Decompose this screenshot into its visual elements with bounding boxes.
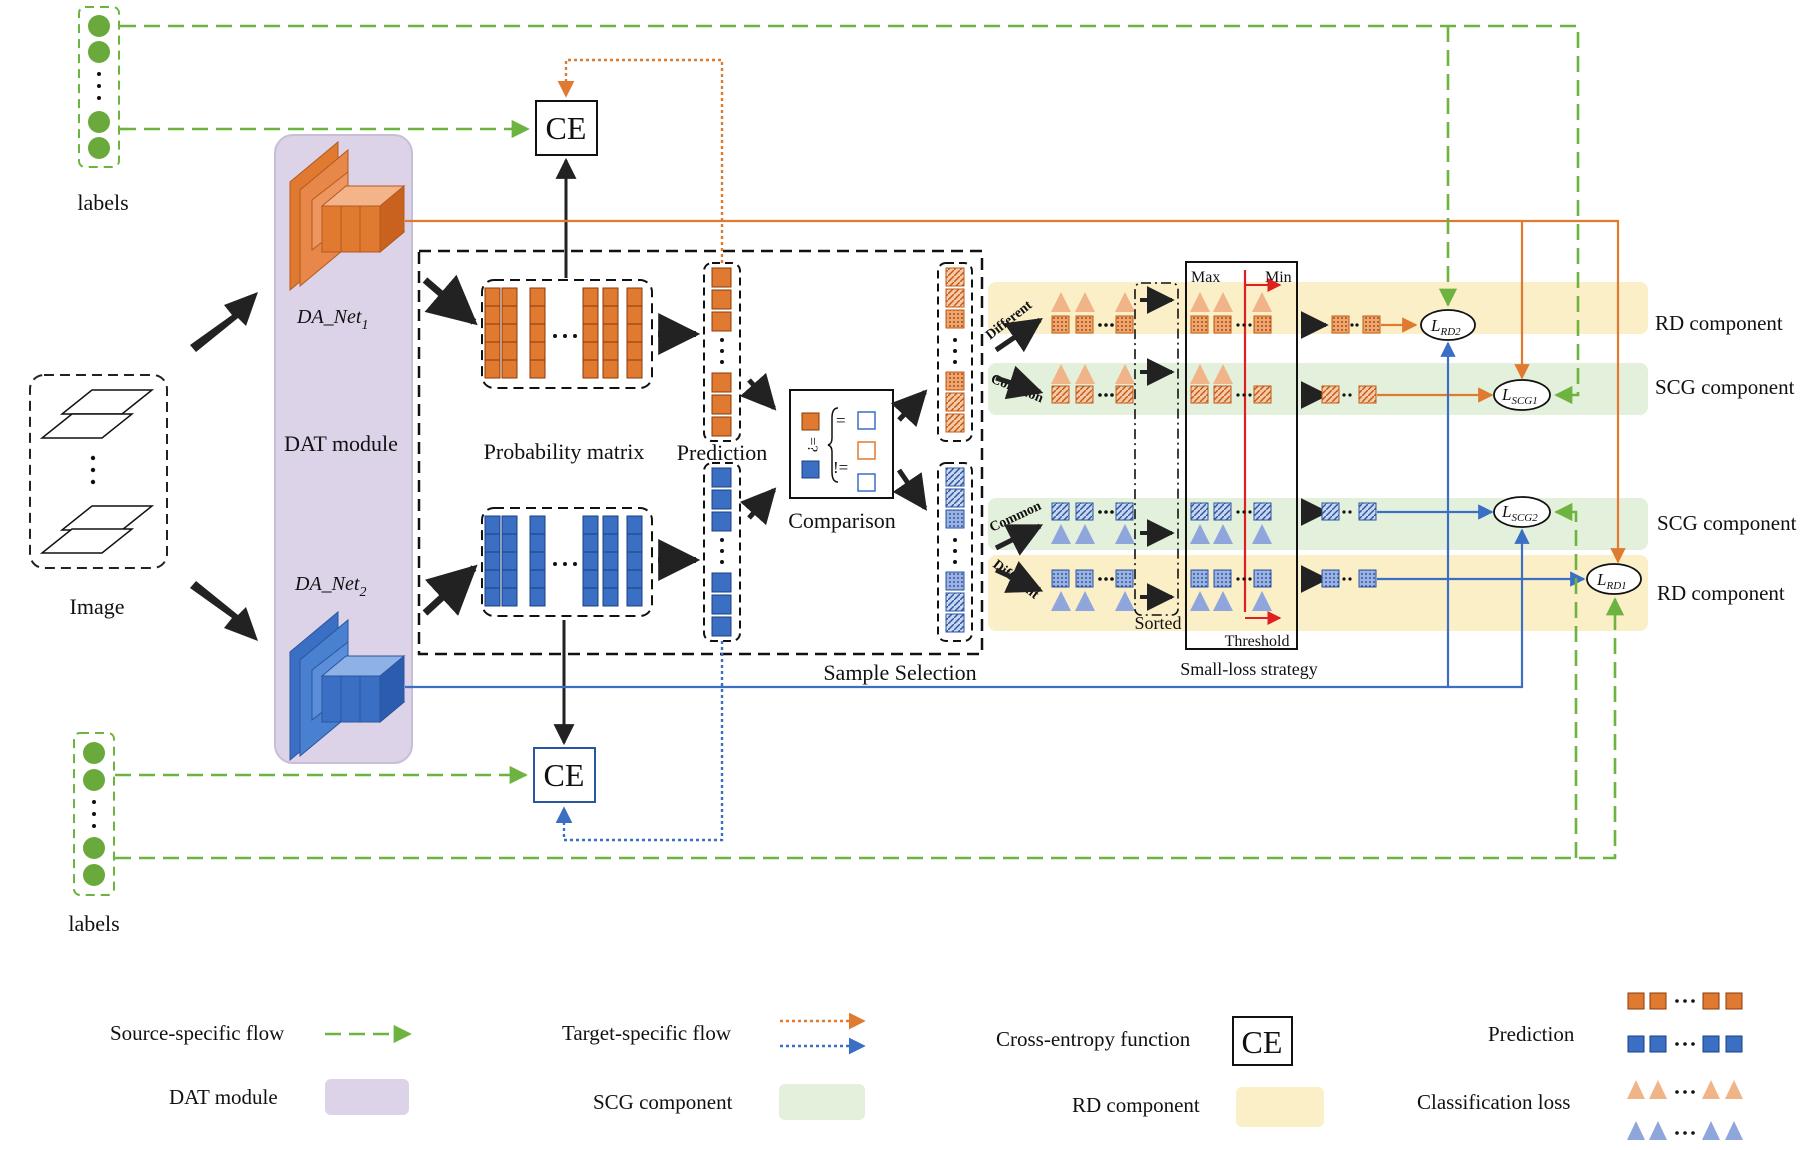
row-rd-bottom-input — [1051, 569, 1135, 611]
legend-rd-swatch — [1236, 1087, 1324, 1127]
image-ellipsis — [90, 455, 96, 485]
selected-column-orange — [945, 267, 965, 433]
net1-sub: 1 — [361, 318, 368, 333]
image-label: Image — [70, 594, 125, 619]
labels-bottom-dots — [83, 742, 105, 886]
legend-source-flow: Source-specific flow — [110, 1021, 285, 1045]
sorted-row-2 — [1190, 364, 1272, 404]
legend-scg-swatch — [779, 1084, 865, 1120]
loss-rd1: LRD1 — [1586, 563, 1642, 595]
legend-scg: SCG component — [593, 1090, 733, 1114]
prediction-column-orange — [711, 267, 732, 437]
probability-matrix-label: Probability matrix — [484, 439, 645, 464]
svg-text:!=: != — [833, 458, 848, 477]
prediction-column-blue — [711, 467, 732, 637]
image-stack-icon — [39, 389, 155, 554]
target-flow-orange — [557, 58, 724, 263]
legend: Source-specific flow Target-specific flo… — [110, 992, 1743, 1140]
labels-bottom-text: labels — [68, 911, 119, 936]
source-flow-bottom-main — [115, 597, 1625, 860]
small-loss-box — [1185, 261, 1298, 650]
image-stack-box — [29, 374, 168, 569]
legend-cross-entropy: Cross-entropy function — [996, 1027, 1191, 1051]
row-scg-bottom-input — [1051, 502, 1135, 544]
sample-selection-box — [417, 249, 984, 656]
net1-name: DA_Net — [296, 306, 362, 328]
network-2-icon — [289, 610, 406, 762]
svg-text:LRD1: LRD1 — [1596, 570, 1627, 592]
probability-matrix-orange — [484, 287, 643, 379]
svg-text:LRD2: LRD2 — [1430, 316, 1461, 338]
band-scg-bottom-label: SCG component — [1657, 511, 1797, 535]
svg-text:LSCG1: LSCG1 — [1501, 385, 1538, 407]
legend-prediction: Prediction — [1488, 1022, 1575, 1046]
ce-bottom-text: CE — [544, 757, 585, 793]
comparison-box — [789, 389, 894, 499]
legend-dat-swatch — [325, 1079, 409, 1115]
ce-box-top — [535, 100, 598, 156]
band-rd-bottom-label: RD component — [1657, 581, 1785, 605]
source-flow-top-main — [120, 24, 1580, 405]
net1-feature-flow — [405, 219, 1626, 564]
band-scg-top-label: SCG component — [1655, 375, 1795, 399]
selected-column-blue — [945, 467, 965, 633]
legend-dat-module: DAT module — [169, 1085, 278, 1109]
small-loss-label: Small-loss strategy — [1180, 659, 1318, 679]
loss-rd2: LRD2 — [1420, 309, 1476, 341]
net2-name: DA_Net — [294, 573, 360, 595]
comparison-label: Comparison — [788, 508, 896, 533]
sample-selection-label: Sample Selection — [823, 660, 976, 685]
dat-module-panel — [274, 134, 413, 764]
ce-top-text: CE — [546, 110, 587, 146]
dat-module-label: DAT module — [284, 431, 398, 456]
sorted-label: Sorted — [1135, 613, 1182, 633]
prediction-label: Prediction — [677, 440, 767, 465]
target-flow-blue — [555, 641, 724, 842]
image-to-net2-arrow — [190, 581, 258, 641]
network-1-name: DA_Net1 — [296, 306, 368, 333]
ce-box-bottom — [533, 747, 596, 803]
svg-text:=: = — [836, 411, 846, 430]
threshold-label: Threshold — [1225, 633, 1290, 650]
legend-classification-loss: Classification loss — [1417, 1090, 1570, 1114]
net2-sub: 2 — [359, 585, 366, 600]
loss-scg2: LSCG2 — [1493, 496, 1551, 528]
labels-bottom-box — [73, 732, 115, 896]
labels-top-box — [78, 6, 120, 168]
sorted-row-3 — [1190, 502, 1272, 544]
legend-target-flow: Target-specific flow — [562, 1021, 732, 1045]
svg-text:LSCG2: LSCG2 — [1501, 502, 1538, 524]
sorted-box — [1134, 282, 1179, 616]
probability-matrix-blue — [484, 515, 643, 607]
labels-top-text: labels — [77, 190, 128, 215]
rd-band-bottom — [988, 555, 1648, 631]
row-rd-top-input — [1051, 292, 1135, 334]
net2-feature-flow — [405, 528, 1530, 689]
legend-rd: RD component — [1072, 1093, 1200, 1117]
network-2-name: DA_Net2 — [294, 573, 366, 600]
labels-top-dots — [88, 15, 110, 159]
max-label: Max — [1191, 269, 1220, 286]
sorted-row-1 — [1190, 292, 1272, 334]
image-to-net1-arrow — [190, 292, 258, 352]
loss-scg1: LSCG1 — [1493, 379, 1551, 411]
selected-samples — [1321, 315, 1381, 588]
min-label: Min — [1265, 269, 1292, 286]
row-scg-top-input — [1051, 364, 1135, 404]
band-rd-top-label: RD component — [1655, 311, 1783, 335]
network-1-icon — [289, 140, 406, 292]
legend-ce: CE — [1242, 1024, 1283, 1060]
svg-text:=?: =? — [804, 437, 820, 452]
sorted-row-4 — [1190, 569, 1272, 611]
